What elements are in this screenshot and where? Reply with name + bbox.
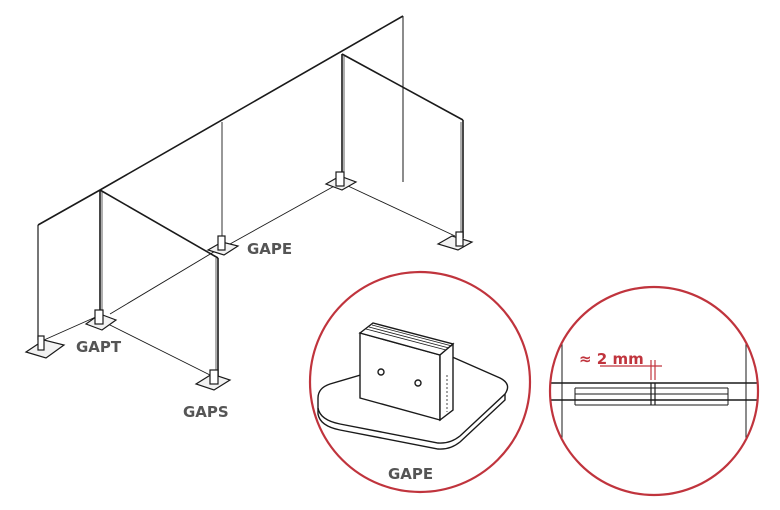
base-plate-side [317,394,506,450]
back-panel-bottom-edge-3 [229,183,339,245]
detail-gape-foot: GAPE [308,270,532,494]
dimension-marker [600,360,662,380]
back-panel-bottom-edge [43,315,99,341]
right-panel-top-edge [341,53,464,121]
back-panel-bottom-edge-2 [109,246,223,315]
foot-gaps [194,369,232,391]
detail-ring-gap [548,285,760,497]
detail-gap-dimension: ≈ 2 mm [548,285,760,497]
front-panel-bottom-edge [103,321,213,377]
right-panel-bottom-edge [347,185,456,237]
foot-gape-corner [324,171,358,191]
back-panel-top-edge [37,15,404,226]
label-gaps: GAPS [183,403,229,421]
foot-gape-right-end [436,231,474,251]
front-panel-top-edge [99,189,219,259]
label-gap-dimension: ≈ 2 mm [579,350,644,368]
clamp-screw-left [377,368,385,376]
label-gapt: GAPT [76,338,122,356]
foot-gapt [84,309,118,331]
label-gape-detail: GAPE [388,465,433,483]
label-gape-main: GAPE [247,240,292,258]
partition-wall-drawing [37,15,464,377]
clamp-screw-right [414,379,422,387]
foot-gape-center [206,235,240,256]
foot-gapt-left [24,335,66,359]
floor-feet [24,171,474,391]
